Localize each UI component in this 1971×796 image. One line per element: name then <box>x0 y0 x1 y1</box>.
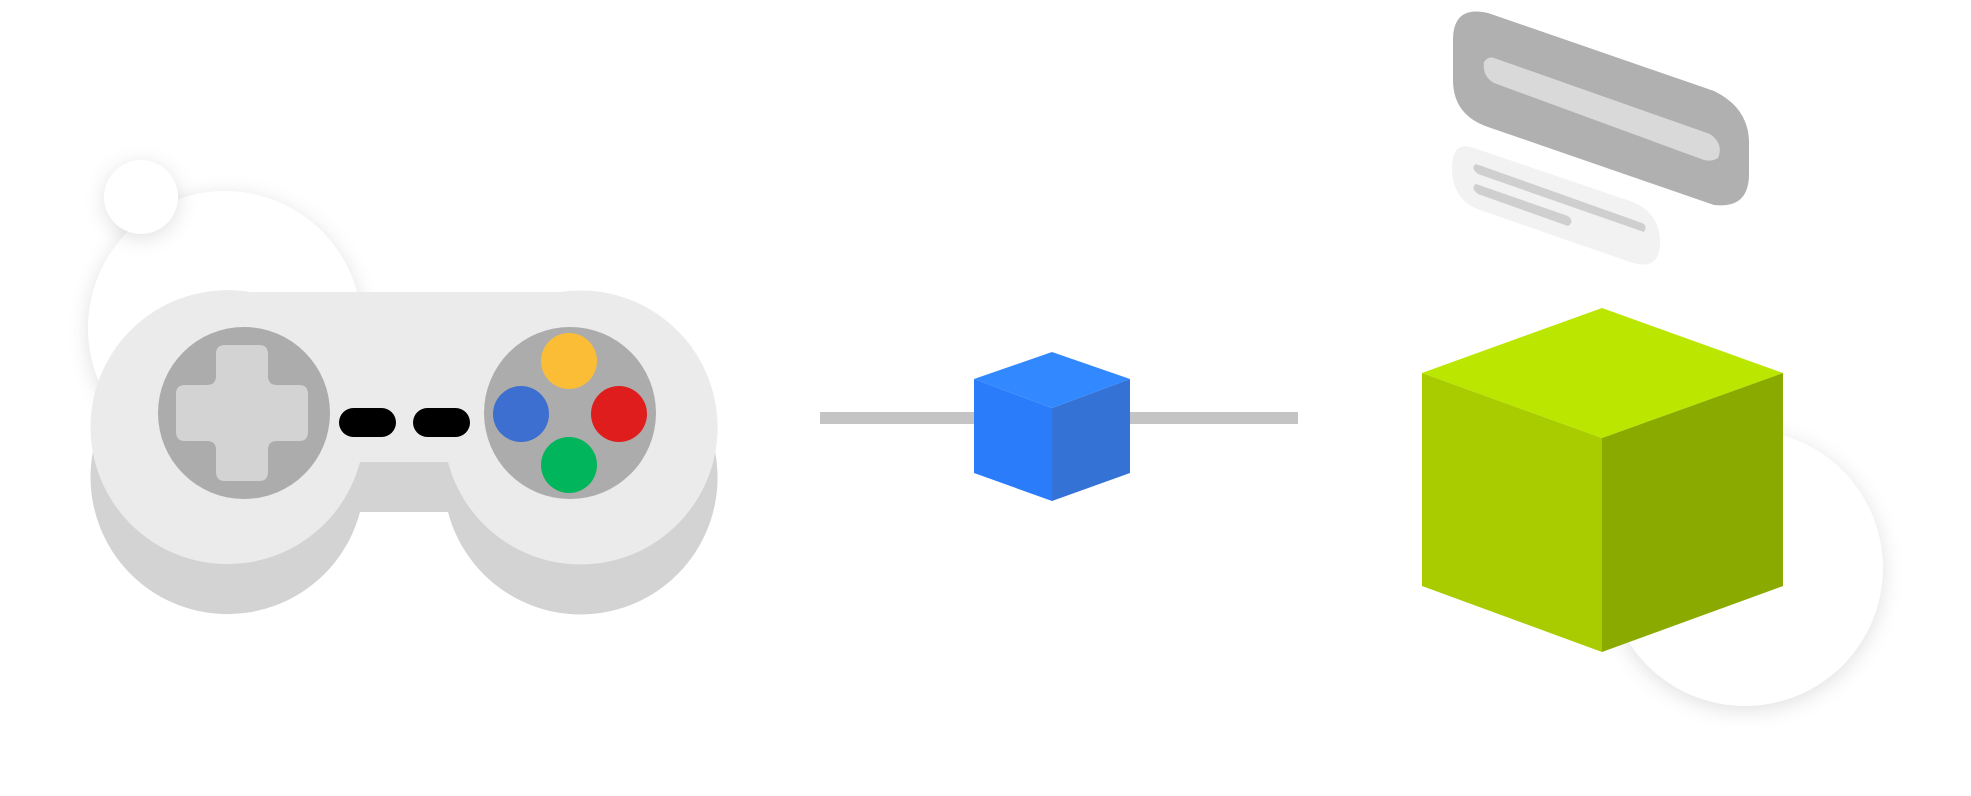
button-blue[interactable] <box>493 386 549 442</box>
small-cube-left-face <box>974 379 1052 501</box>
dialog-card-light <box>1452 146 1660 265</box>
button-green[interactable] <box>541 437 597 493</box>
button-yellow[interactable] <box>541 333 597 389</box>
button-red[interactable] <box>591 386 647 442</box>
select-button[interactable] <box>339 408 396 437</box>
speech-bubble-icon <box>1452 11 1749 265</box>
large-cube-left-face <box>1422 373 1602 652</box>
dialog-card-light-bar <box>1473 164 1646 232</box>
small-cube-right-face <box>1052 379 1130 501</box>
large-cube-right-face <box>1602 373 1783 652</box>
dialog-card-dark <box>1453 11 1749 206</box>
face-buttons-well <box>484 327 656 499</box>
dpad-icon <box>176 345 308 481</box>
gamepad-icon <box>90 290 718 615</box>
decor-circle-small-left <box>104 160 178 234</box>
small-cube-top-face <box>974 352 1130 408</box>
large-cube-top-face <box>1422 308 1783 438</box>
small-cube-icon <box>974 352 1130 501</box>
dialog-card-light-bar <box>1473 184 1572 226</box>
dialog-card-dark-bar <box>1483 57 1720 161</box>
large-cube-icon <box>1422 308 1783 652</box>
start-button[interactable] <box>413 408 470 437</box>
